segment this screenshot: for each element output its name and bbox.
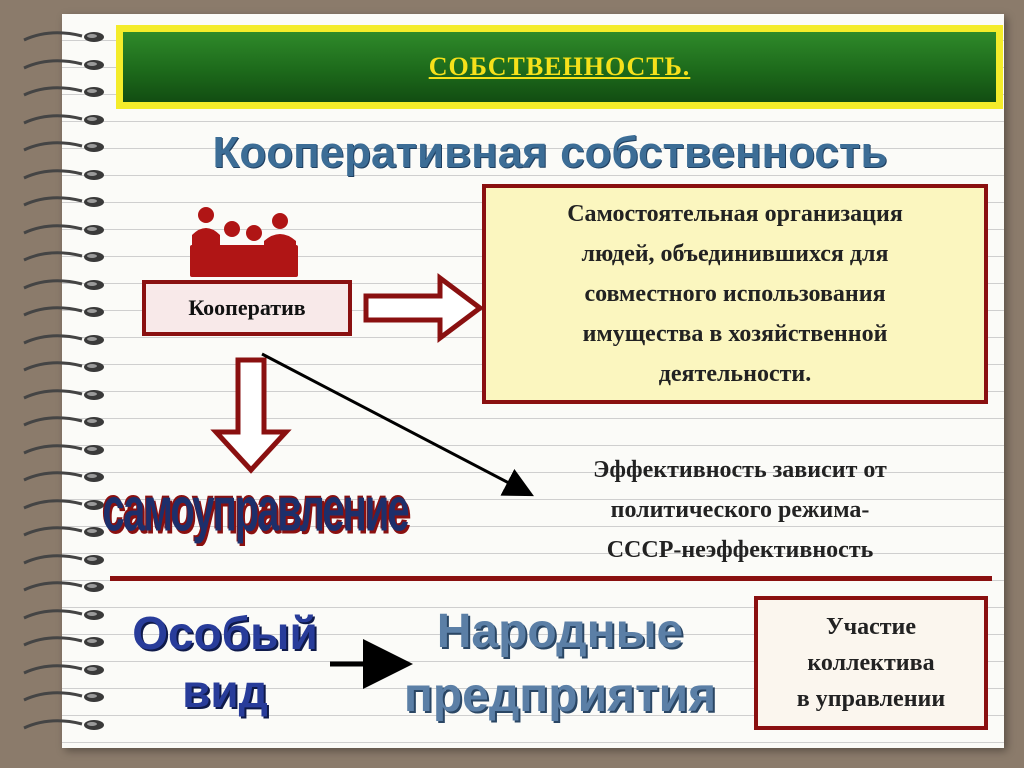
efficiency-connector-arrow xyxy=(261,352,534,497)
efficiency-line: СССР-неэффективность xyxy=(606,537,874,563)
spiral-binding-icon xyxy=(23,553,104,565)
spiral-binding-icon xyxy=(23,388,104,400)
cooperative-label: Кооператив xyxy=(188,295,306,320)
definition-line: Самостоятельная организация xyxy=(567,201,903,227)
spiral-binding-icon xyxy=(23,141,104,152)
spiral-binding-icon xyxy=(23,526,104,537)
self-government-wordart: самоуправление xyxy=(102,476,409,545)
efficiency-note: Эффективность зависит от политического р… xyxy=(520,450,960,570)
page-heading: Кооперативная собственность xyxy=(212,128,888,177)
spiral-binding-icon xyxy=(23,443,104,455)
spiral-binding-icon xyxy=(23,581,104,592)
spiral-binding-icon xyxy=(23,333,104,345)
title-bar: СОБСТВЕННОСТЬ. xyxy=(116,25,1003,109)
efficiency-line: политического режима- xyxy=(610,497,870,523)
special-kind-line: Особый xyxy=(132,607,318,659)
efficiency-line: Эффективность зависит от xyxy=(593,457,887,483)
spiral-binding-icon xyxy=(23,86,104,97)
definition-line: людей, объединившихся для xyxy=(581,241,889,267)
spiral-binding-icon xyxy=(23,168,104,180)
spiral-binding-icon xyxy=(23,608,104,620)
participation-text: Участие коллектива в управлении xyxy=(797,609,945,717)
spiral-binding-icon xyxy=(23,471,104,482)
special-kind-label: Особый вид xyxy=(120,604,330,720)
definition-line: совместного использования xyxy=(584,281,886,307)
cooperative-box: Кооператив xyxy=(142,280,352,336)
spiral-binding-icon xyxy=(23,718,104,730)
spiral-binding-icon xyxy=(23,196,104,207)
spiral-binding-icon xyxy=(23,691,104,702)
spiral-binding-icon xyxy=(23,306,104,317)
spiral-binding-icon xyxy=(23,663,104,675)
title-bar-inner: СОБСТВЕННОСТЬ. xyxy=(123,32,996,102)
spiral-binding-icon xyxy=(23,636,104,647)
spiral-binding-icon xyxy=(23,58,104,70)
peoples-enterprises-line: Народные xyxy=(436,605,684,658)
definition-line: имущества в хозяйственной xyxy=(582,321,888,347)
people-silhouette-icon xyxy=(190,207,298,277)
spiral-binding-icon xyxy=(23,278,104,290)
special-kind-line: вид xyxy=(182,665,268,717)
definition-text: Самостоятельная организация людей, объед… xyxy=(567,194,903,394)
participation-line: в управлении xyxy=(796,686,946,712)
section-divider xyxy=(110,576,992,581)
spiral-binding-icon xyxy=(23,416,104,427)
spiral-binding-icon xyxy=(23,498,104,510)
definition-line: деятельности. xyxy=(658,361,812,387)
arrow-right-icon xyxy=(363,273,485,343)
spiral-binding-icon xyxy=(23,223,104,235)
definition-box: Самостоятельная организация людей, объед… xyxy=(482,184,988,404)
participation-box: Участие коллектива в управлении xyxy=(754,596,988,730)
spiral-binding-icon xyxy=(23,31,104,42)
spiral-binding-icon xyxy=(23,113,104,125)
peoples-enterprises-line: предприятия xyxy=(403,669,717,722)
arrow-down-icon xyxy=(210,357,292,474)
title-text: СОБСТВЕННОСТЬ. xyxy=(428,52,691,81)
peoples-enterprises-label: Народные предприятия xyxy=(400,600,720,728)
participation-line: коллектива xyxy=(807,650,935,676)
spiral-binding-icon xyxy=(23,361,104,372)
spiral-binding-icon xyxy=(23,251,104,262)
participation-line: Участие xyxy=(825,614,917,640)
